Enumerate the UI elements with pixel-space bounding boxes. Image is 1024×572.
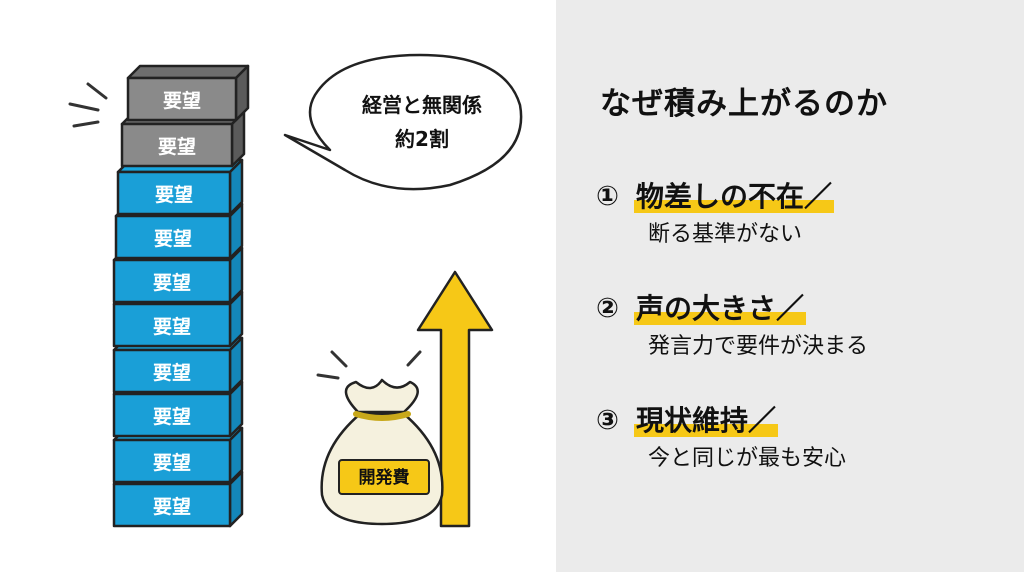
request-box-blue: 要望: [116, 158, 244, 216]
bubble-line2: 約2割: [395, 127, 449, 151]
money-bag-icon: 開発費: [316, 350, 444, 526]
reason-title: 物差しの不在: [636, 180, 805, 213]
reason-title-highlight: 物差しの不在／: [634, 178, 835, 216]
bubble-line1: 経営と無関係: [362, 93, 482, 117]
slash: ／: [776, 292, 805, 325]
reason-number: ①: [596, 181, 619, 212]
reasons-panel: なぜ積み上がるのか ① 物差しの不在／ 断る基準がない ② 声の大きさ／ 発言力…: [556, 0, 1024, 572]
reason-item-3: ③ 現状維持／ 今と同じが最も安心: [596, 402, 846, 474]
reason-item-1: ① 物差しの不在／ 断る基準がない: [596, 178, 835, 250]
up-arrow-icon: [416, 270, 494, 528]
bag-label: 開発費: [359, 467, 410, 488]
box-label: 要望: [153, 271, 191, 294]
speech-bubble: 経営と無関係 約2割: [283, 53, 523, 191]
box-label: 要望: [153, 361, 191, 384]
box-label: 要望: [153, 451, 191, 474]
panel-heading: なぜ積み上がるのか: [600, 86, 888, 122]
box-label: 要望: [153, 495, 191, 518]
slash: ／: [804, 180, 833, 213]
box-label: 要望: [154, 227, 192, 250]
reason-subtitle: 今と同じが最も安心: [648, 446, 847, 471]
reason-title-highlight: 現状維持／: [634, 402, 779, 440]
box-label: 要望: [153, 405, 191, 428]
reason-number: ③: [596, 405, 619, 436]
reason-subtitle: 発言力で要件が決まる: [648, 334, 869, 359]
box-label: 要望: [158, 135, 196, 158]
box-label: 要望: [153, 315, 191, 338]
reason-subtitle: 断る基準がない: [648, 222, 803, 247]
reason-number: ②: [596, 293, 619, 324]
reason-item-2: ② 声の大きさ／ 発言力で要件が決まる: [596, 290, 868, 362]
reason-title: 声の大きさ: [636, 292, 777, 325]
slash: ／: [748, 404, 777, 437]
emphasis-lines: [68, 82, 108, 128]
request-box-gray: 要望: [126, 64, 250, 122]
box-label: 要望: [163, 89, 201, 112]
box-label: 要望: [155, 183, 193, 206]
reason-title-highlight: 声の大きさ／: [634, 290, 807, 328]
reason-title: 現状維持: [636, 404, 749, 437]
illustration-panel: 要望要望要望要望要望要望要望要望要望要望 経営と無関係 約2割: [68, 53, 523, 528]
